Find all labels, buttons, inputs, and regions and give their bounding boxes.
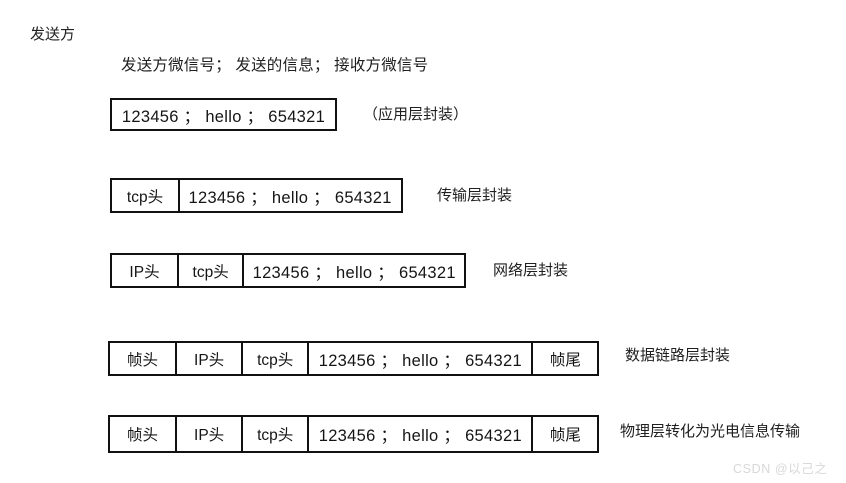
cell-frame-tail: 帧尾 [531,415,600,453]
label-transport-layer: 传输层封装 [437,187,513,204]
cell-payload: 123456 ； hello ； 654321 [306,415,534,453]
field-legend: 发送方微信号； 发送的信息； 接收方微信号 [121,57,429,74]
cell-frame-tail: 帧尾 [531,341,600,376]
watermark: CSDN @以己之 [733,462,828,476]
label-application-layer: （应用层封装） [363,106,469,123]
label-physical-layer: 物理层转化为光电信息传输 [620,423,801,440]
cell-ip-header: IP头 [174,415,244,453]
cell-payload: 123456 ； hello ； 654321 [177,178,403,213]
cell-frame-header: 帧头 [108,415,177,453]
row-network-layer: IP头 tcp头 123456 ； hello ； 654321 [110,253,467,288]
row-data-link-layer: 帧头 IP头 tcp头 123456 ； hello ； 654321 帧尾 [108,341,600,376]
label-network-layer: 网络层封装 [493,262,569,279]
row-application-layer: 123456 ； hello ； 654321 [110,98,337,131]
cell-tcp-header: tcp头 [110,178,180,213]
label-data-link-layer: 数据链路层封装 [625,347,731,364]
cell-ip-header: IP头 [174,341,244,376]
cell-tcp-header: tcp头 [241,415,310,453]
sender-label: 发送方 [30,26,76,43]
cell-payload: 123456 ； hello ； 654321 [110,98,337,131]
cell-tcp-header: tcp头 [241,341,310,376]
row-transport-layer: tcp头 123456 ； hello ； 654321 [110,178,403,213]
cell-tcp-header: tcp头 [176,253,245,288]
cell-ip-header: IP头 [110,253,179,288]
cell-payload: 123456 ； hello ； 654321 [242,253,467,288]
cell-frame-header: 帧头 [108,341,177,376]
cell-payload: 123456 ； hello ； 654321 [306,341,534,376]
row-physical-layer: 帧头 IP头 tcp头 123456 ； hello ； 654321 帧尾 [108,415,600,453]
